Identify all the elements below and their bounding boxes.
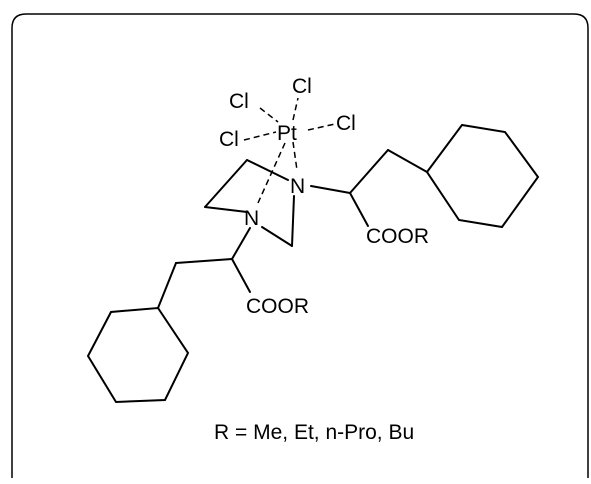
figure-frame (11, 13, 589, 478)
ring-bond (246, 159, 289, 181)
ring-bond (204, 206, 248, 213)
n-ch-bond-upper (310, 185, 351, 194)
pt-cl-right-bond (307, 123, 336, 131)
chlorine-left-lower-label: Cl (219, 128, 239, 151)
pt-cl-left-lower-bond (243, 131, 277, 141)
ring-bond (291, 195, 295, 247)
ring-bond (261, 226, 293, 247)
ester-lower-label: COOR (246, 295, 309, 318)
pt-cl-left-upper-bond (259, 107, 279, 123)
cyclohexyl-ring-lower (86, 306, 190, 404)
ch-coor-bond-upper (349, 192, 369, 227)
chlorine-right-label: Cl (336, 112, 356, 135)
nitrogen-upper-label: N (290, 175, 305, 198)
chlorine-top-label: Cl (292, 75, 312, 98)
n-ch-bond-lower (231, 227, 251, 260)
ch2-cy-bond-lower (157, 262, 177, 309)
nitrogen-lower-label: N (244, 207, 259, 230)
pt-cl-top-bond (292, 97, 299, 121)
ch2-cy-bond-upper (387, 149, 428, 173)
ester-upper-label: COOR (366, 225, 429, 248)
ch-ch2-bond-upper (349, 149, 389, 194)
cyclohexyl-ring-upper (425, 123, 540, 229)
pt-n-upper-bond (292, 141, 298, 171)
chlorine-left-upper-label: Cl (229, 90, 249, 113)
substituent-caption: R = Me, Et, n-Pro, Bu (214, 421, 414, 444)
ch-ch2-bond-lower (175, 258, 233, 264)
ch-coor-bond-lower (231, 258, 251, 293)
ring-bond (204, 159, 248, 208)
platinum-label: Pt (277, 122, 297, 145)
